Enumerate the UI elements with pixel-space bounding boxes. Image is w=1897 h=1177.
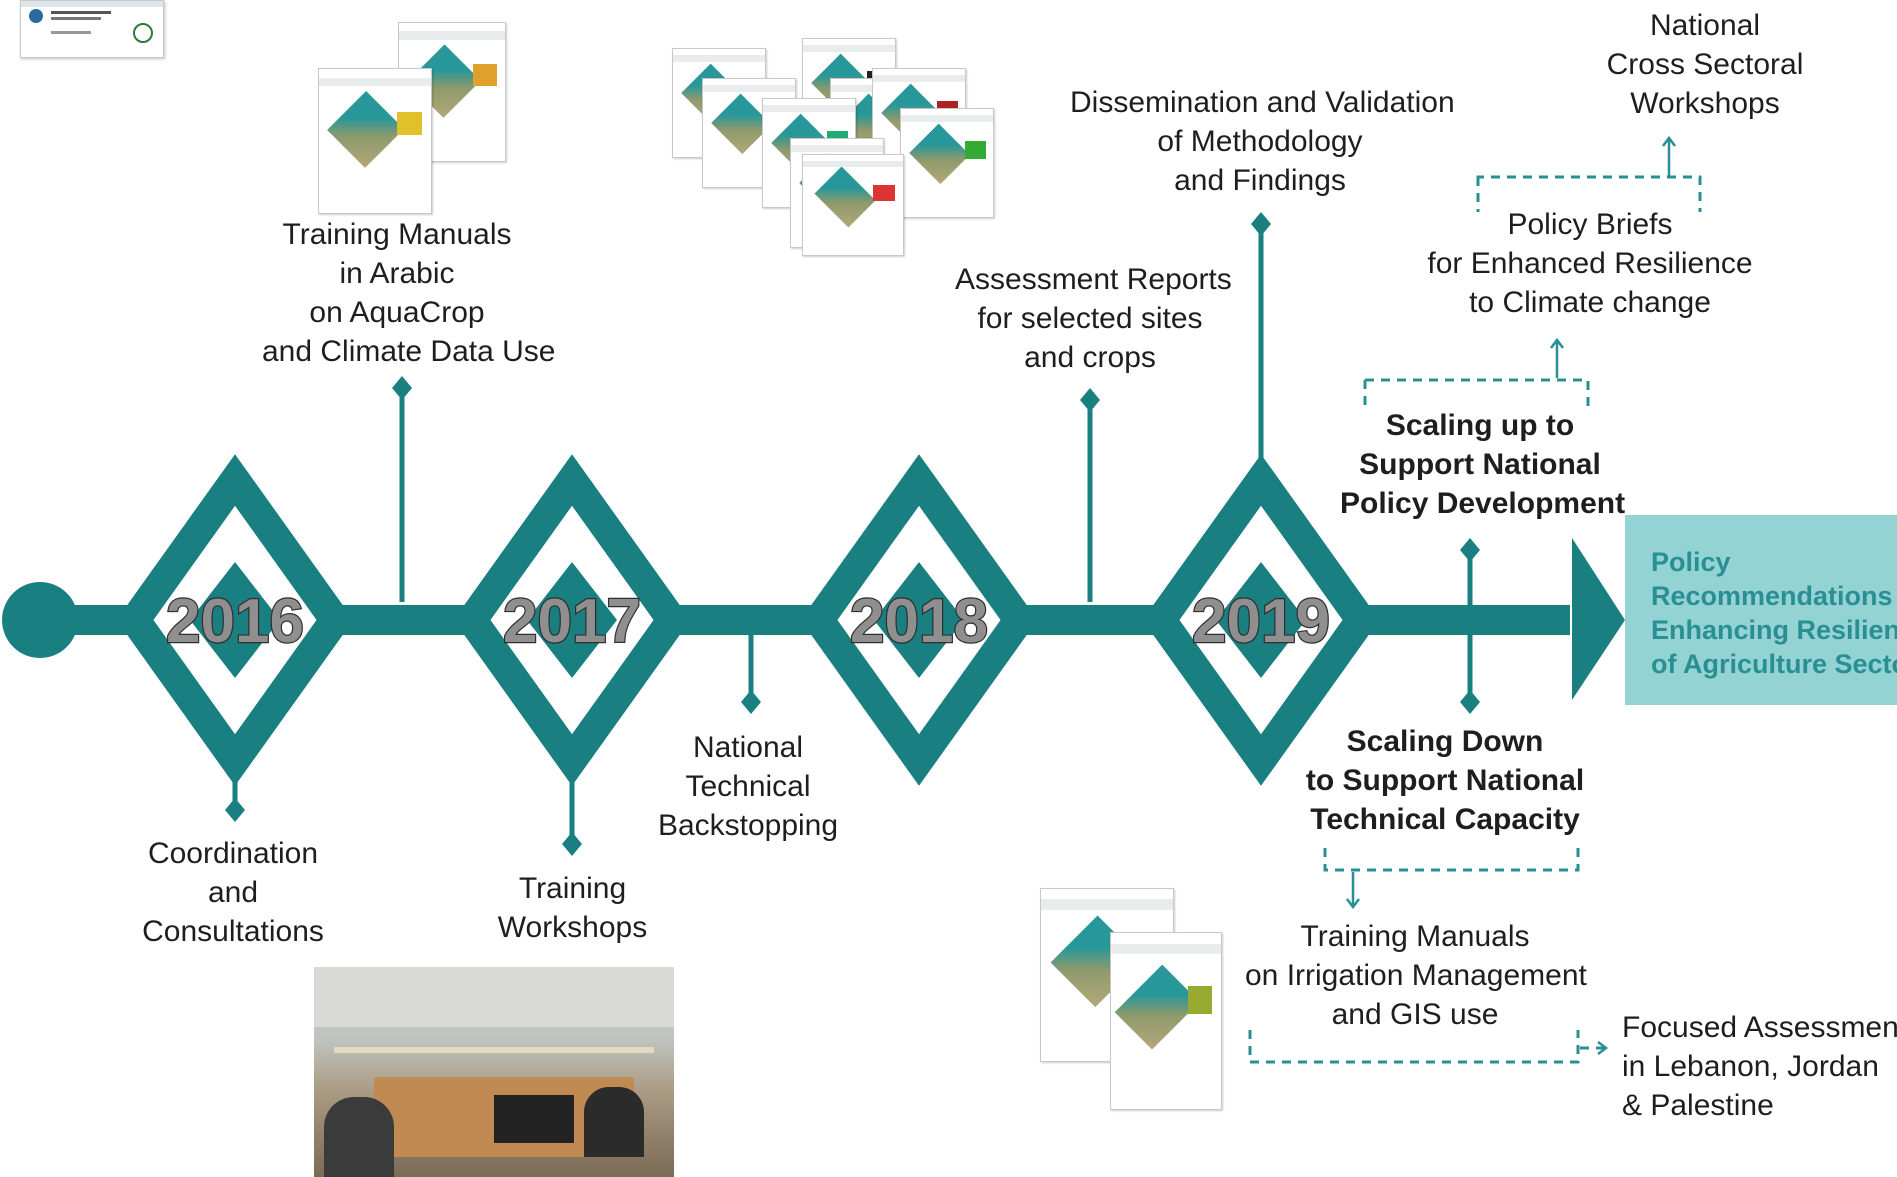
label-line: Cross Sectoral: [1606, 48, 1804, 81]
national-technical-label: National Technical Backstopping: [648, 728, 848, 845]
label-line: Technical: [685, 770, 811, 803]
connector-endpoints: [225, 212, 1480, 856]
diamond-inner: [527, 562, 617, 678]
label-line: in Lebanon, Jordan: [1622, 1050, 1879, 1083]
focused-assessments-label: Focused Assessments in Lebanon, Jordan &…: [1622, 1008, 1897, 1125]
year-label-2019: 2019: [1192, 587, 1330, 656]
diamond-inner: [190, 562, 280, 678]
country-cover: [900, 108, 994, 218]
manual-cover-front: [318, 68, 432, 214]
dissemination-label: Dissemination and Validation of Methodol…: [1070, 83, 1455, 200]
year-diamond-2018: 2018: [800, 454, 1038, 786]
label-line: Dissemination and Validation: [1070, 86, 1455, 119]
label-line: Workshops: [1630, 87, 1780, 120]
year-diamond-2016: 2016: [116, 454, 354, 786]
label-line: Policy Briefs: [1507, 208, 1673, 241]
label-line: Workshops: [497, 911, 648, 944]
label-line: Scaling up to: [1385, 409, 1575, 442]
coordination-label: Coordination and Consultations: [133, 834, 333, 951]
label-line: Scaling Down: [1346, 725, 1544, 758]
policy-rec-line-3: Enhancing Resilience: [1651, 615, 1897, 645]
policy-rec-line-2: Recommendations: [1651, 581, 1893, 611]
policy-recommendations-label: Policy Recommendations Enhancing Resilie…: [1651, 545, 1897, 681]
scaling-down-label: Scaling Down to Support National Technic…: [1300, 722, 1590, 839]
label-line: Consultations: [142, 915, 324, 948]
label-line: to Support National: [1305, 764, 1585, 797]
workshop-photo: [314, 967, 674, 1177]
national-cross-sectoral-label: National Cross Sectoral Workshops: [1590, 6, 1820, 123]
year-label-2016: 2016: [166, 587, 304, 656]
year-label-2018: 2018: [850, 587, 988, 656]
year-diamond-2019: 2019: [1142, 454, 1380, 786]
label-line: National: [1649, 9, 1761, 42]
label-line: Policy Development: [1340, 487, 1626, 520]
label-line: in Arabic: [339, 257, 455, 290]
diamond-inner: [874, 562, 964, 678]
policy-recommendations-box: Policy Recommendations Enhancing Resilie…: [1625, 515, 1897, 705]
label-line: & Palestine: [1622, 1089, 1774, 1122]
country-cover: [802, 154, 904, 256]
training-manuals-arabic-label: Training Manuals in Arabic on AquaCrop a…: [262, 215, 556, 371]
label-line: and GIS use: [1331, 998, 1499, 1031]
country-report-covers: [672, 38, 1002, 256]
dashed-brackets: [1248, 175, 1702, 1064]
manual-covers: [318, 22, 508, 214]
label-line: Support National: [1359, 448, 1601, 481]
label-line: and: [207, 876, 259, 909]
scaling-up-label: Scaling up to Support National Policy De…: [1340, 406, 1626, 523]
label-line: to Climate change: [1469, 286, 1711, 319]
label-line: of Methodology: [1157, 125, 1363, 158]
label-line: Technical Capacity: [1310, 803, 1580, 836]
year-diamond-2017: 2017: [453, 454, 691, 786]
label-line: Focused Assessments: [1622, 1011, 1897, 1044]
diamond-inner: [1216, 562, 1306, 678]
label-line: for selected sites: [977, 302, 1203, 335]
irrigation-cover-front: [1110, 932, 1222, 1110]
policy-briefs-label: Policy Briefs for Enhanced Resilience to…: [1420, 205, 1760, 322]
report-cover-thumbnail: [20, 0, 164, 58]
label-line: and Climate Data Use: [262, 335, 556, 368]
label-line: and Findings: [1174, 164, 1346, 197]
label-line: National: [692, 731, 804, 764]
label-line: Backstopping: [657, 809, 839, 842]
label-line: on Irrigation Management: [1245, 959, 1587, 992]
label-line: for Enhanced Resilience: [1427, 247, 1753, 280]
label-line: Assessment Reports: [955, 263, 1232, 296]
policy-rec-line-1: Policy: [1651, 547, 1731, 577]
label-line: on AquaCrop: [309, 296, 485, 329]
policy-rec-line-4: of Agriculture Sector: [1651, 649, 1897, 679]
timeline-arrowhead: [1572, 538, 1625, 700]
year-label-2017: 2017: [503, 587, 641, 656]
irrigation-manual-covers: [1040, 888, 1230, 1110]
label-line: Training Manuals: [282, 218, 512, 251]
training-workshops-label: Training Workshops: [480, 869, 665, 947]
label-line: Training Manuals: [1300, 920, 1530, 953]
label-line: Coordination: [147, 837, 319, 870]
bracket-arrows: [1346, 135, 1676, 1055]
training-manuals-irrigation-label: Training Manuals on Irrigation Managemen…: [1245, 917, 1587, 1034]
label-line: Training: [518, 872, 627, 905]
label-line: and crops: [1024, 341, 1156, 374]
assessment-reports-label: Assessment Reports for selected sites an…: [955, 260, 1232, 377]
